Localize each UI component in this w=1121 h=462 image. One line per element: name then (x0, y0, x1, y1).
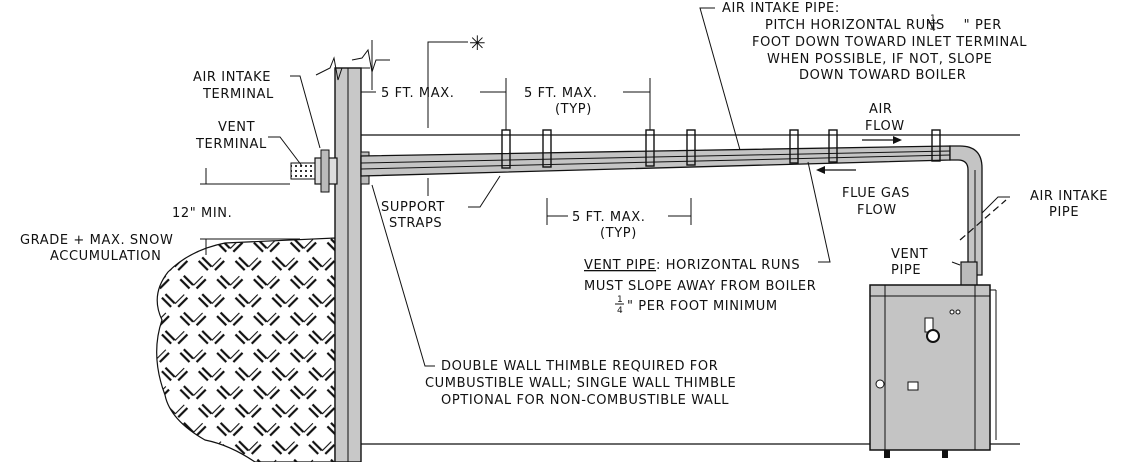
flow-arrows (816, 136, 902, 174)
air-intake-pipe-label-2: PIPE (1049, 205, 1079, 220)
dimension-label-2: 5 FT. MAX. (524, 86, 597, 101)
air-intake-pipe-label: AIR INTAKE (1030, 189, 1108, 204)
min-12-label: 12" MIN. (172, 206, 232, 221)
thimble-note-1: DOUBLE WALL THIMBLE REQUIRED FOR (441, 359, 718, 374)
air-intake-note-3: FOOT DOWN TOWARD INLET TERMINAL (752, 35, 1027, 50)
air-intake-note-2: PITCH HORIZONTAL RUNS " PER (765, 18, 1002, 33)
dimension-typ-3: (TYP) (600, 226, 637, 241)
asterisk-icon: ✳ (469, 31, 486, 55)
dimension-lines (200, 41, 692, 255)
vent-pipe-note-2: MUST SLOPE AWAY FROM BOILER (584, 279, 816, 294)
flue-gas-label-2: FLOW (857, 203, 897, 218)
fraction-denominator: 4 (930, 24, 936, 34)
vent-pipe-note-3: " PER FOOT MINIMUM (627, 299, 778, 314)
dimension-typ-2: (TYP) (555, 102, 592, 117)
fraction-numerator-2: 1 (617, 295, 623, 305)
labels: AIR INTAKE TERMINAL VENT TERMINAL 12" MI… (20, 1, 1108, 408)
flue-gas-label: FLUE GAS (842, 186, 910, 201)
leader-lines (268, 7, 1010, 367)
exterior-wall (315, 40, 390, 462)
grade-label: GRADE + MAX. SNOW (20, 233, 173, 248)
vent-terminal-label-2: TERMINAL (195, 137, 267, 152)
support-straps-label: SUPPORT (381, 200, 445, 215)
air-intake-note-4: WHEN POSSIBLE, IF NOT, SLOPE (767, 52, 992, 67)
thimble-note-3: OPTIONAL FOR NON-COMBUSTIBLE WALL (441, 393, 729, 408)
air-intake-terminal-label-2: TERMINAL (202, 87, 274, 102)
vent-pipe-label-2: PIPE (891, 263, 921, 278)
thimble-note-2: CUMBUSTIBLE WALL; SINGLE WALL THIMBLE (425, 376, 736, 391)
grade-label-2: ACCUMULATION (50, 249, 161, 264)
air-flow-label: AIR (869, 102, 893, 117)
support-straps-label-2: STRAPS (389, 216, 442, 231)
ground-soil (156, 237, 336, 462)
air-flow-label-2: FLOW (865, 119, 905, 134)
fraction-denominator-2: 4 (617, 306, 623, 316)
vent-pipe-note-1: VENT PIPE: HORIZONTAL RUNS (584, 258, 800, 273)
fraction-numerator: 1 (930, 14, 936, 24)
boiler (869, 284, 997, 458)
vent-pipe-label: VENT (891, 247, 928, 262)
dimension-label-1: 5 FT. MAX. (381, 86, 454, 101)
air-intake-note-1: AIR INTAKE PIPE: (722, 1, 840, 16)
air-intake-note-5: DOWN TOWARD BOILER (799, 68, 966, 83)
vent-terminal-label: VENT (218, 120, 255, 135)
air-intake-terminal-label: AIR INTAKE (193, 70, 271, 85)
dimension-label-3: 5 FT. MAX. (572, 210, 645, 225)
